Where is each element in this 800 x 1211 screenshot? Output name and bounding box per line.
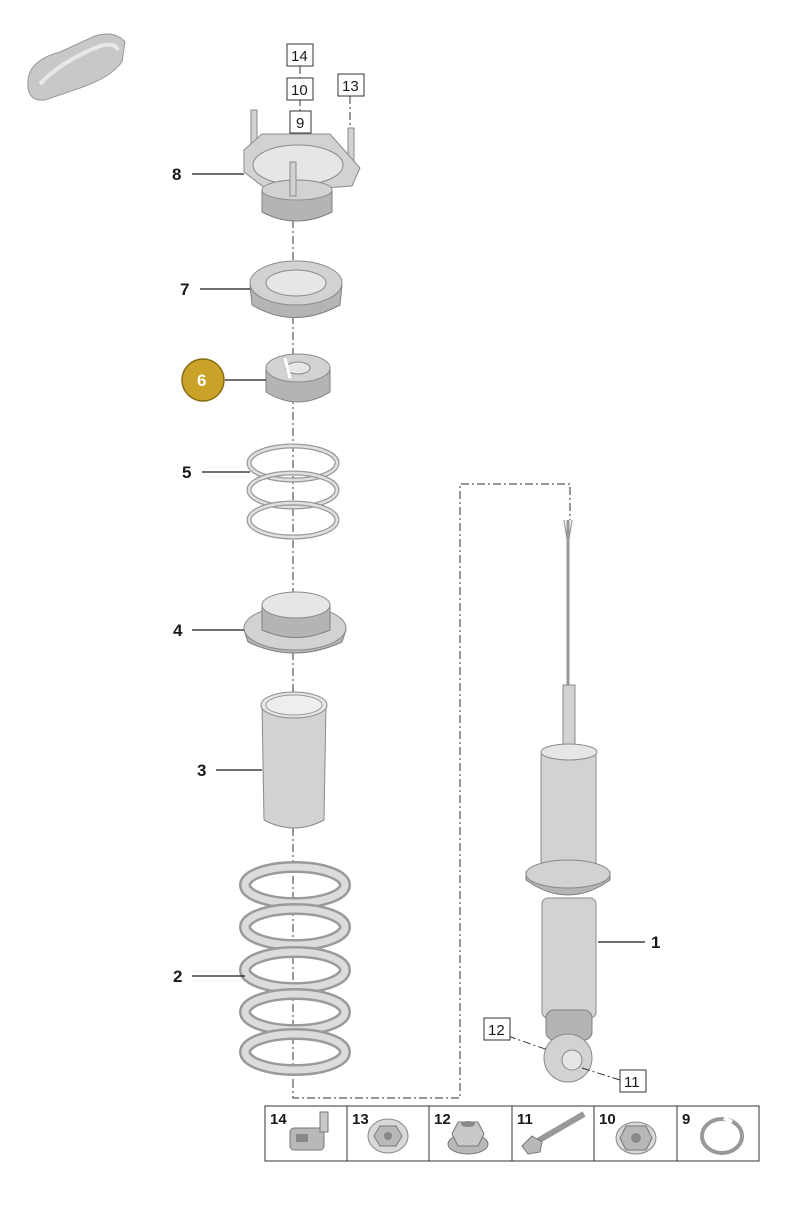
helper-spring [246,443,340,540]
boxed-label-13: 13 [337,73,365,97]
parts-legend: 14 13 12 [264,1105,760,1162]
legend-cell-13: 13 [346,1105,430,1162]
callout-3: 3 [197,761,206,780]
legend-cell-14: 14 [264,1105,348,1162]
legend-cell-10: 10 [593,1105,678,1162]
boxed-label-9: 9 [289,110,312,134]
vehicle-thumbnail-icon [27,33,126,101]
svg-text:12: 12 [434,1111,451,1128]
protective-tube [260,691,328,829]
callout-7: 7 [180,280,189,299]
svg-text:14: 14 [291,48,308,65]
sensor-icon [289,1111,329,1151]
callout-4: 4 [173,621,183,640]
strut-mount [243,109,361,222]
flange-nut-icon [367,1118,409,1154]
boxed-label-12: 12 [483,1017,511,1041]
hex-nut-icon [615,1121,657,1155]
svg-text:14: 14 [270,1111,287,1128]
svg-text:9: 9 [296,115,304,132]
shock-connector-line [292,483,571,1099]
callout-2: 2 [173,967,182,986]
bump-stop [265,353,331,403]
legend-cell-9: 9 [676,1105,760,1162]
svg-text:13: 13 [342,78,359,95]
collar-nut-icon [447,1121,489,1155]
legend-cell-11: 11 [511,1105,595,1162]
boxed-label-10: 10 [286,77,314,101]
svg-text:11: 11 [517,1111,533,1128]
callout-8: 8 [172,165,181,184]
svg-text:10: 10 [599,1111,616,1128]
svg-text:13: 13 [352,1111,369,1128]
upper-spring-seat [249,260,343,318]
bolt-icon [521,1111,586,1155]
coil-spring [239,861,351,1076]
svg-text:11: 11 [624,1074,640,1091]
lower-spring-seat [243,591,347,654]
shock-absorber [525,519,611,1083]
legend-cell-12: 12 [428,1105,513,1162]
callout-6-highlight: 6 [181,358,225,402]
boxed-label-14: 14 [286,43,314,67]
boxed-label-11: 11 [619,1069,647,1093]
svg-text:12: 12 [488,1022,505,1039]
callout-1: 1 [651,933,660,952]
callout-5: 5 [182,463,191,482]
snap-ring-icon [700,1116,744,1155]
svg-text:9: 9 [682,1111,690,1128]
callout-6: 6 [197,371,206,390]
svg-text:10: 10 [291,82,308,99]
